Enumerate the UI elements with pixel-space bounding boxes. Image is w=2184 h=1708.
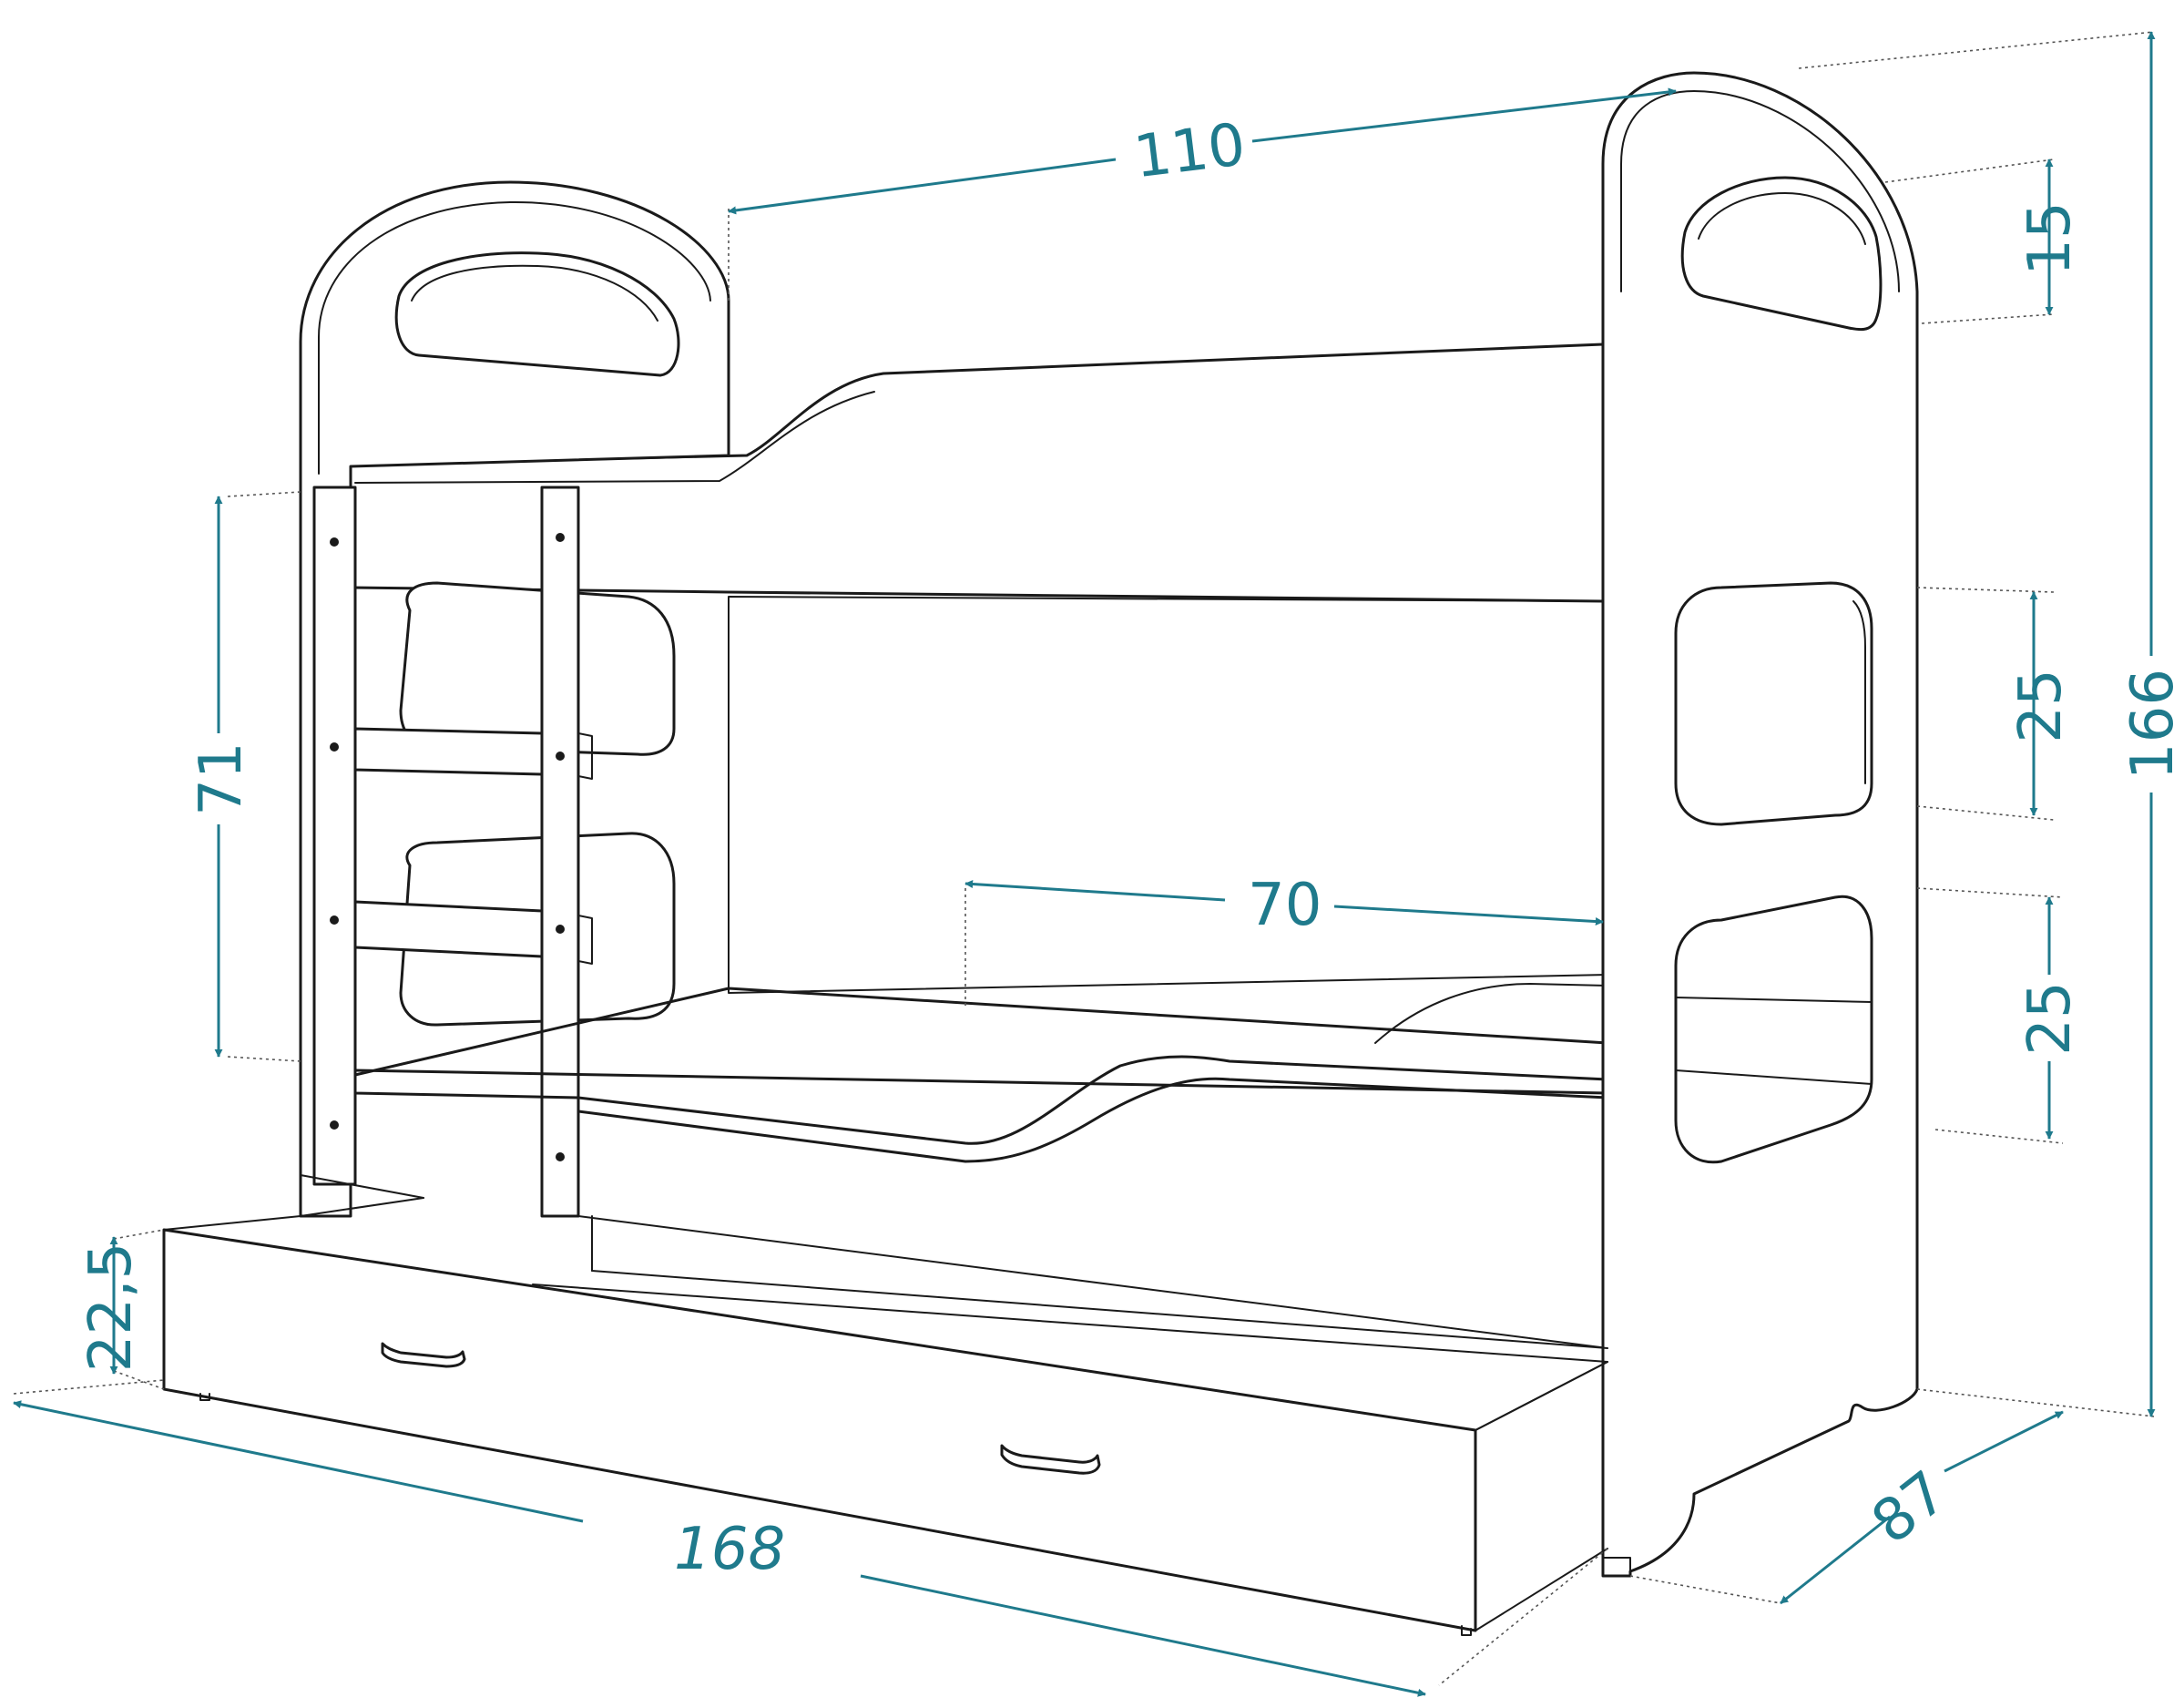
drawer-front xyxy=(162,1228,1477,1632)
label-drawer-height: 22,5 xyxy=(77,1243,145,1373)
drawer-handle-right xyxy=(1000,1444,1101,1475)
label-depth: 87 xyxy=(1860,1458,1960,1557)
dim-line-lower-width xyxy=(964,880,1226,902)
drawer-side xyxy=(1475,1361,1608,1631)
right-headboard xyxy=(1601,71,1919,1578)
dim-line-depth xyxy=(1780,1515,1891,1605)
bed-drawing xyxy=(162,71,1919,1636)
right-opening-lower xyxy=(1674,895,1873,1164)
label-lower-width: 70 xyxy=(1248,872,1322,939)
right-handle-opening xyxy=(1680,176,1883,332)
label-top-width: 110 xyxy=(1130,111,1249,191)
extension-lines xyxy=(13,31,2155,1686)
label-total-height: 166 xyxy=(2119,669,2184,780)
ladder-left-rail xyxy=(312,486,357,1186)
right-opening-upper xyxy=(1674,581,1873,826)
lower-guard-rail xyxy=(353,1055,1609,1163)
label-low-opening: 25 xyxy=(2016,981,2084,1055)
ladder-bolts xyxy=(330,533,565,1161)
ladder-step-upper xyxy=(353,727,544,776)
dim-line-total-length xyxy=(13,1400,584,1523)
drawer-handle-left xyxy=(381,1342,466,1368)
left-handle-opening xyxy=(394,251,680,377)
ladder-right-rail xyxy=(540,486,580,1218)
label-top-opening: 15 xyxy=(2016,201,2084,275)
label-total-length: 168 xyxy=(674,1516,785,1583)
bed-base xyxy=(300,1174,1608,1349)
ladder-step-lower xyxy=(353,900,544,958)
label-mid-opening: 25 xyxy=(2007,669,2075,742)
back-wall xyxy=(728,596,1608,994)
left-opening-upper xyxy=(399,581,676,756)
dim-line-top-width xyxy=(728,158,1117,215)
label-ladder-height: 71 xyxy=(188,741,255,815)
dimension-lines xyxy=(13,31,2156,1697)
upper-guard-rail xyxy=(349,343,1605,603)
left-headboard xyxy=(299,180,730,1218)
